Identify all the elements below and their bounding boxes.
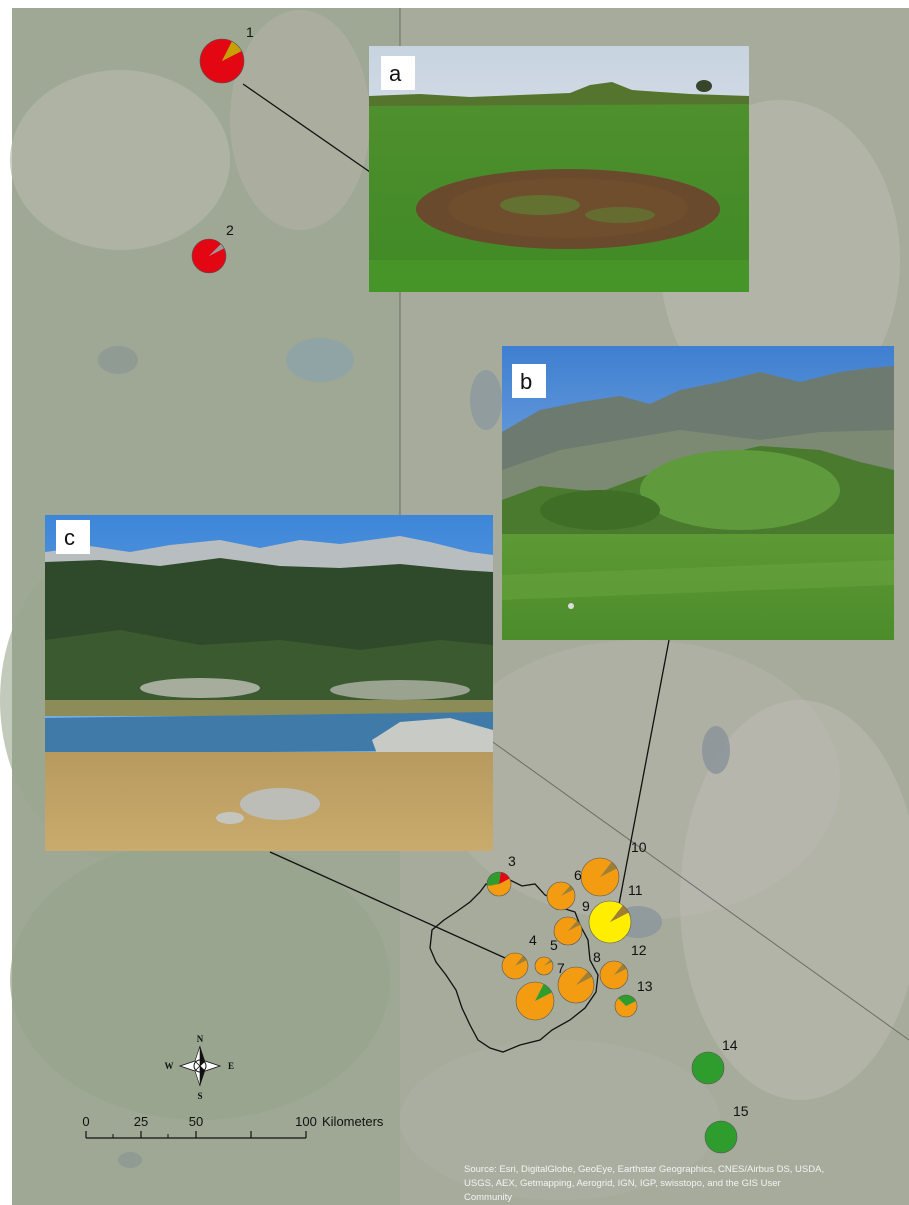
site-pie-4 xyxy=(501,952,529,980)
site-label: 7 xyxy=(557,960,565,976)
photo-panel-b: b xyxy=(502,346,894,640)
source-line-1: Source: Esri, DigitalGlobe, GeoEye, Eart… xyxy=(464,1164,824,1175)
scale-tick-label: 100 xyxy=(295,1114,317,1129)
pie-slice xyxy=(618,994,636,1006)
site-pie-9 xyxy=(557,966,595,1004)
site-pie-14 xyxy=(691,1051,725,1085)
pie-slice xyxy=(705,1121,737,1153)
pie-slice xyxy=(581,858,619,897)
pie-slice xyxy=(547,882,576,911)
pie-slice xyxy=(692,1052,724,1084)
site-pie-8 xyxy=(553,916,583,946)
pie-slice xyxy=(561,885,574,896)
source-attribution: Source: Esri, DigitalGlobe, GeoEye, Eart… xyxy=(464,1164,824,1203)
panel-label-a: a xyxy=(389,61,402,86)
compass-s: S xyxy=(197,1091,202,1101)
site-pie-12 xyxy=(599,960,629,990)
pie-slice xyxy=(487,872,501,886)
site-label: 12 xyxy=(631,942,647,958)
panel-label-c: c xyxy=(64,525,75,550)
pie-slice xyxy=(610,905,629,922)
scale-tick-label: 50 xyxy=(189,1114,203,1129)
site-pie-6 xyxy=(546,881,576,911)
photo-panel-a: a xyxy=(369,46,749,292)
pie-slice xyxy=(600,861,617,877)
site-pie-5 xyxy=(534,956,554,976)
site-pie-7 xyxy=(515,981,555,1021)
compass-n: N xyxy=(197,1034,204,1044)
scale-tick-label: 0 xyxy=(82,1114,89,1129)
photo-panel-c: c xyxy=(45,515,493,851)
pie-outline xyxy=(580,857,620,897)
scale-bar: 0 25 50 100 Kilometers xyxy=(82,1114,384,1139)
pie-outline xyxy=(486,871,512,897)
pie-slice xyxy=(600,961,629,990)
pie-slice xyxy=(576,971,593,985)
site-label: 10 xyxy=(631,839,647,855)
pie-outline xyxy=(588,900,632,944)
pie-outline xyxy=(515,981,555,1021)
scale-tick-label: 25 xyxy=(134,1114,148,1129)
pie-outline xyxy=(691,1051,725,1085)
pie-slice xyxy=(568,920,581,931)
site-label: 9 xyxy=(582,898,590,914)
compass-w: W xyxy=(165,1061,174,1071)
site-label: 6 xyxy=(574,867,582,883)
pie-slice xyxy=(554,917,583,946)
pie-slice xyxy=(535,957,554,975)
site-label: 8 xyxy=(593,949,601,965)
pie-outline xyxy=(704,1120,738,1154)
site-label: 3 xyxy=(508,853,516,869)
source-line-3: Community xyxy=(464,1192,512,1203)
pie-outline xyxy=(191,238,227,274)
site-pie-10 xyxy=(580,857,620,897)
site-pie-3 xyxy=(486,871,512,897)
pie-outline xyxy=(534,956,554,976)
pie-slice xyxy=(501,952,528,979)
pie-slice xyxy=(222,41,242,61)
site-pie-13 xyxy=(614,994,638,1018)
north-arrow: N S E W xyxy=(165,1034,235,1101)
pie-slice xyxy=(614,963,627,975)
pie-outline xyxy=(501,952,529,980)
panel-label-b: b xyxy=(520,369,532,394)
pie-outline xyxy=(557,966,595,1004)
leader-lines xyxy=(242,83,670,963)
site-label: 14 xyxy=(722,1037,738,1053)
pie-outline xyxy=(546,881,576,911)
pie-outline xyxy=(599,960,629,990)
site-pie-2 xyxy=(191,238,227,274)
site-pie-15 xyxy=(704,1120,738,1154)
pie-outline xyxy=(199,38,245,84)
pie-slice xyxy=(200,38,244,83)
pie-outline xyxy=(553,916,583,946)
site-label: 4 xyxy=(529,932,537,948)
site-label: 11 xyxy=(628,882,643,898)
pie-slice xyxy=(535,984,552,1001)
site-label: 5 xyxy=(550,937,558,953)
pie-slice xyxy=(558,966,594,1004)
pie-slice xyxy=(544,959,553,966)
pie-slice xyxy=(487,878,511,896)
pie-slice xyxy=(589,901,632,944)
pie-slice xyxy=(515,955,527,966)
pie-slice xyxy=(516,982,555,1020)
scale-unit-label: Kilometers xyxy=(322,1114,384,1129)
site-markers xyxy=(191,38,738,1154)
site-pie-11 xyxy=(588,900,632,944)
source-line-2: USGS, AEX, Getmapping, Aerogrid, IGN, IG… xyxy=(464,1178,781,1189)
site-labels: 1 2 3 4 5 6 7 8 9 10 11 12 13 14 15 xyxy=(226,24,749,1119)
site-label: 1 xyxy=(246,24,254,40)
site-pie-1 xyxy=(199,38,245,84)
pie-slice xyxy=(615,998,637,1017)
lake xyxy=(286,338,354,382)
pie-outline xyxy=(614,994,638,1018)
site-label: 2 xyxy=(226,222,234,238)
site-label: 15 xyxy=(733,1103,749,1119)
site-label: 13 xyxy=(637,978,653,994)
compass-e: E xyxy=(228,1061,234,1071)
state-border-diagonal xyxy=(489,739,909,1041)
pie-slice xyxy=(209,243,225,256)
